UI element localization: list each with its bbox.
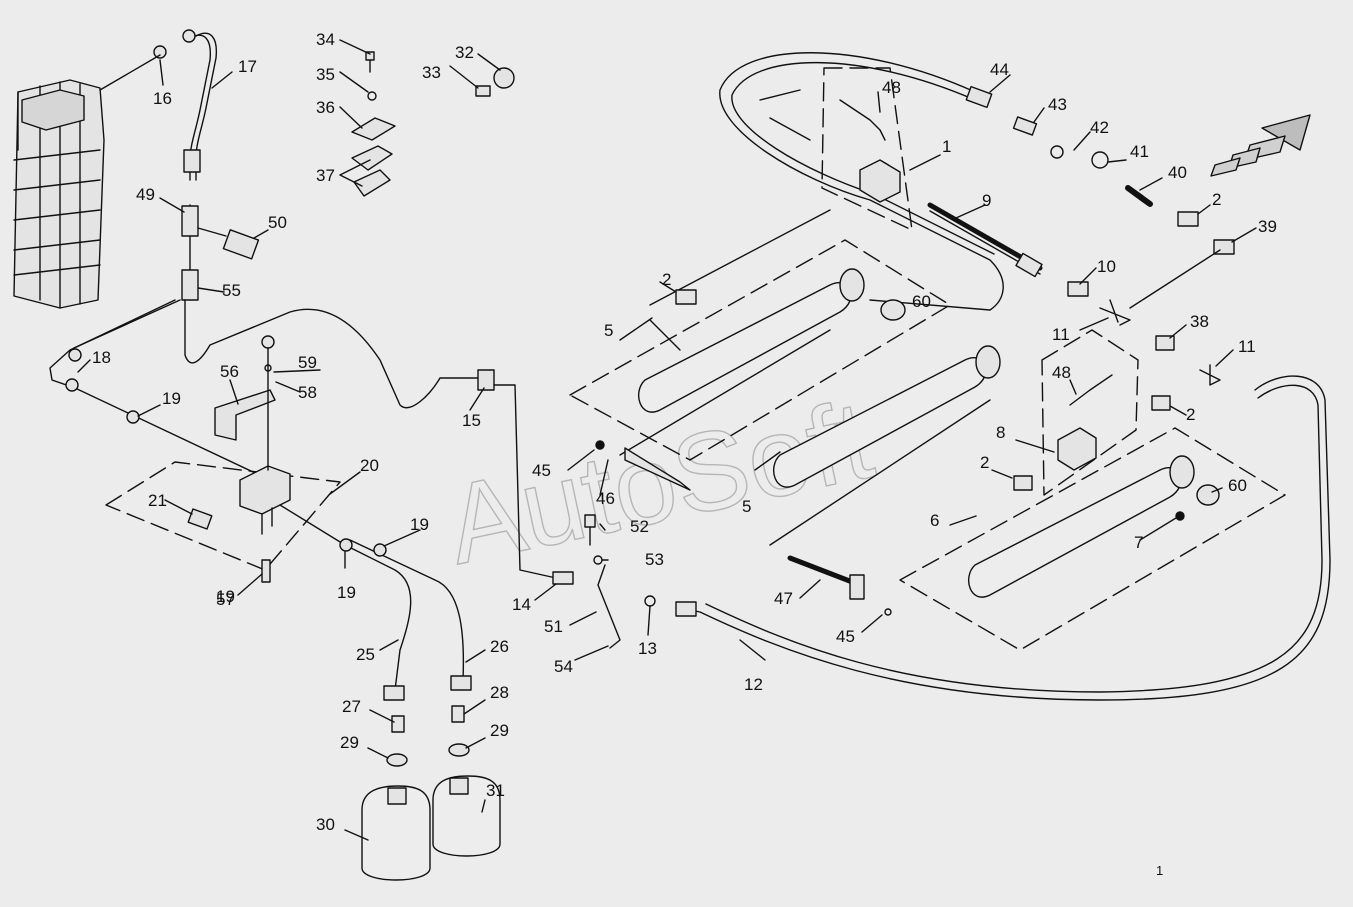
callout-label: 52 <box>630 517 649 536</box>
callout-label: 28 <box>490 683 509 702</box>
callout-label: 57 <box>216 590 235 609</box>
callout-label: 11 <box>1238 337 1256 356</box>
callout-label: 32 <box>455 43 474 62</box>
callout-label: 59 <box>298 353 317 372</box>
callout-label: 41 <box>1130 142 1149 161</box>
callout-label: 29 <box>340 733 359 752</box>
callout-label: 45 <box>532 461 551 480</box>
callout-label: 9 <box>982 191 991 210</box>
callout-label: 8 <box>996 423 1005 442</box>
callout-label: 37 <box>316 166 335 185</box>
callout-label: 18 <box>92 348 111 367</box>
callout-label: 19 <box>337 583 356 602</box>
page-number: 1 <box>1156 863 1163 878</box>
callout-label: 49 <box>136 185 155 204</box>
callout-label: 14 <box>512 595 531 614</box>
callout-label: 60 <box>1228 476 1247 495</box>
callout-label: 43 <box>1048 95 1067 114</box>
callout-label: 35 <box>316 65 335 84</box>
callout-label: 39 <box>1258 217 1277 236</box>
dashed-frame-1 <box>821 67 913 231</box>
callout-label: 51 <box>544 617 563 636</box>
callout-label: 48 <box>882 78 901 97</box>
accumulator-31 <box>432 775 501 857</box>
callout-label: 11 <box>1052 325 1070 344</box>
callout-label: 47 <box>774 589 793 608</box>
callout-label: 60 <box>912 292 931 311</box>
callout-label: 1 <box>942 137 951 156</box>
cylinder-5a <box>637 268 865 413</box>
callout-label: 2 <box>1212 190 1221 209</box>
callout-label: 46 <box>596 489 615 508</box>
cylinder-6 <box>967 455 1195 598</box>
dashed-frame-20 <box>105 461 341 571</box>
callout-label: 15 <box>462 411 481 430</box>
callout-label: 55 <box>222 281 241 300</box>
callout-label: 16 <box>153 89 172 108</box>
callout-label: 30 <box>316 815 335 834</box>
callout-label: 31 <box>486 781 505 800</box>
callout-label: 12 <box>744 675 763 694</box>
callout-label: 58 <box>298 383 317 402</box>
callout-label: 2 <box>1186 405 1195 424</box>
dashed-frame-5a <box>569 239 951 461</box>
callout-label: 33 <box>422 63 441 82</box>
callout-label: 19 <box>162 389 181 408</box>
direction-arrow-icon <box>1210 114 1311 177</box>
callout-label: 7 <box>1134 533 1143 552</box>
callout-label: 45 <box>836 627 855 646</box>
callout-label: 25 <box>356 645 375 664</box>
callout-label: 42 <box>1090 118 1109 137</box>
callout-label: 13 <box>638 639 657 658</box>
callout-label: 17 <box>238 57 257 76</box>
callout-label: 50 <box>268 213 287 232</box>
callout-label: 6 <box>930 511 939 530</box>
callout-label: 5 <box>604 321 613 340</box>
callout-label: 54 <box>554 657 573 676</box>
callout-label: 20 <box>360 456 379 475</box>
callout-label: 21 <box>148 491 167 510</box>
callout-label: 26 <box>490 637 509 656</box>
callout-label: 48 <box>1052 363 1071 382</box>
dashed-frame-8 <box>1041 329 1139 496</box>
callout-labels: 1222255678910111112131415161718191919192… <box>92 30 1277 834</box>
callout-label: 40 <box>1168 163 1187 182</box>
callout-label: 19 <box>410 515 429 534</box>
callout-label: 19 <box>216 587 235 606</box>
control-valve-block <box>13 79 105 309</box>
callout-label: 2 <box>980 453 989 472</box>
callout-label: 5 <box>742 497 751 516</box>
callout-label: 27 <box>342 697 361 716</box>
accumulator-30 <box>361 785 431 881</box>
callout-label: 36 <box>316 98 335 117</box>
callout-label: 38 <box>1190 312 1209 331</box>
dashed-frame-6 <box>899 427 1286 651</box>
cylinder-5b <box>772 345 1001 488</box>
callout-label: 56 <box>220 362 239 381</box>
callout-label: 44 <box>990 60 1009 79</box>
callout-label: 29 <box>490 721 509 740</box>
callout-label: 53 <box>645 550 664 569</box>
callout-label: 2 <box>662 270 671 289</box>
callout-label: 34 <box>316 30 335 49</box>
callout-label: 10 <box>1097 257 1116 276</box>
